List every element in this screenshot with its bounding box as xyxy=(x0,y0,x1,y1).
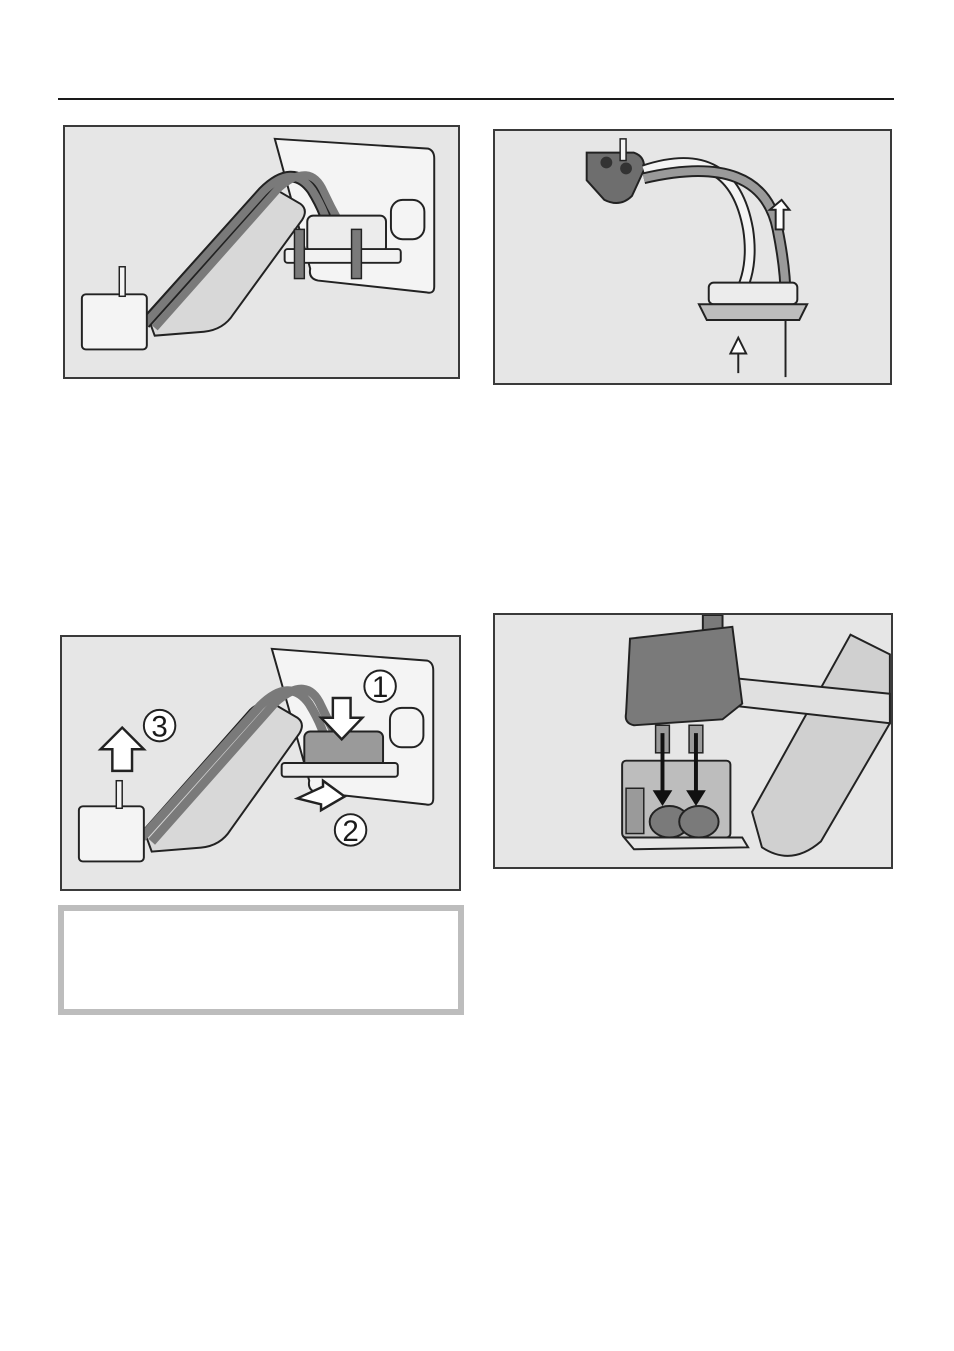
note-box xyxy=(58,905,464,1015)
side-knob xyxy=(391,200,424,239)
pin-right xyxy=(352,229,362,278)
fitting-pin xyxy=(620,139,626,161)
hose-bracket xyxy=(699,304,807,320)
callout-3: 3 xyxy=(151,710,167,743)
spray-arm xyxy=(752,635,890,856)
header-rule xyxy=(58,98,894,100)
hose-white xyxy=(644,163,750,296)
nozzle-box xyxy=(82,294,147,349)
spray-arm-illustration xyxy=(65,127,458,377)
upper-housing xyxy=(626,627,742,725)
callout-2: 2 xyxy=(342,815,358,848)
pin-left xyxy=(294,229,304,278)
arrow-up-icon xyxy=(730,338,746,373)
connector-block xyxy=(307,216,386,253)
nozzle-pin xyxy=(116,781,122,809)
nozzle-pin xyxy=(119,267,125,297)
hose-grey-outline xyxy=(644,171,786,296)
top-fitting xyxy=(587,153,644,203)
figure-hose-connection xyxy=(493,129,892,385)
base-plate xyxy=(624,837,748,849)
hose-connection-illustration xyxy=(495,131,890,383)
fitting-hole-1 xyxy=(600,157,612,169)
fitting-hole-2 xyxy=(620,163,632,175)
connector-closeup-illustration xyxy=(495,615,891,867)
figure-connector-closeup xyxy=(493,613,893,869)
arrow-up-icon xyxy=(101,728,144,771)
nozzle-box xyxy=(79,806,144,861)
hose-connector xyxy=(709,283,798,305)
socket-right xyxy=(679,806,718,838)
callout-1: 1 xyxy=(372,671,388,704)
removal-steps-illustration: 1 2 3 xyxy=(62,637,459,889)
mounting-bracket xyxy=(282,763,398,777)
figure-removal-steps: 1 2 3 xyxy=(60,635,461,891)
side-knob xyxy=(390,708,423,747)
base-clip xyxy=(626,788,644,833)
figure-spray-arm-assembly xyxy=(63,125,460,379)
